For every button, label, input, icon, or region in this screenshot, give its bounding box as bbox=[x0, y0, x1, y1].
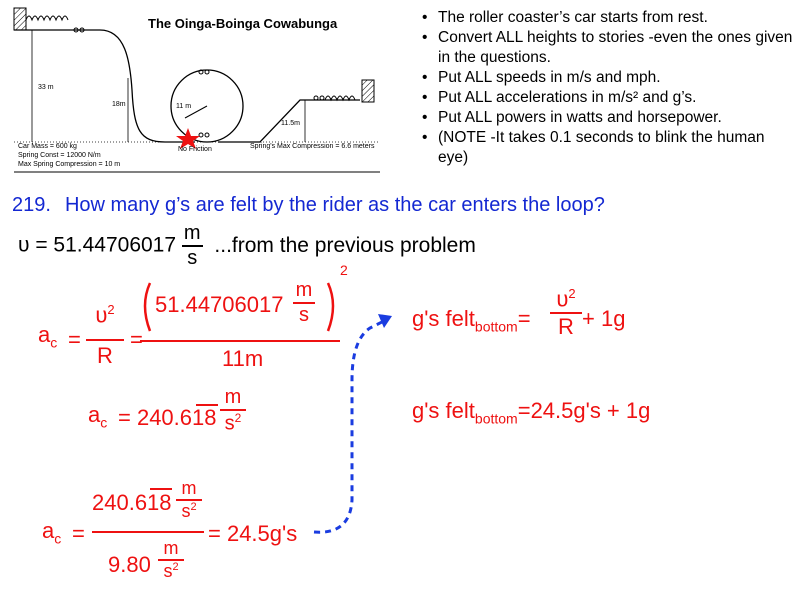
left-wall bbox=[13, 7, 27, 31]
eq3-den-value: 9.80 bbox=[108, 552, 151, 577]
eq1-equals2: = bbox=[130, 327, 143, 352]
question-text: How many g’s are felt by the rider as th… bbox=[64, 194, 605, 216]
question-number: 219. bbox=[12, 194, 51, 216]
eq1-bar1 bbox=[86, 339, 124, 341]
radius-arrow bbox=[184, 105, 208, 119]
car-mass: Car Mass = 600 kg bbox=[18, 143, 77, 150]
eq3-num-value: 240.618 bbox=[92, 490, 172, 515]
eq3-repeat-bar bbox=[150, 488, 172, 490]
height-33: 33 m bbox=[38, 84, 54, 91]
bullet-item: Put ALL accelerations in m/s² and g’s. bbox=[420, 88, 795, 108]
track bbox=[14, 29, 195, 143]
height-18: 18m bbox=[112, 101, 126, 108]
eq3-num-unit: m s2 bbox=[176, 478, 202, 522]
eq2-repeat-bar bbox=[196, 404, 218, 406]
question: 219. How many g’s are felt by the rider a… bbox=[12, 194, 605, 217]
eq3-main-bar bbox=[92, 531, 204, 533]
eq1-square: 2 bbox=[340, 262, 348, 278]
gfelt2: g's feltbottom=24.5g's + 1g bbox=[412, 398, 651, 427]
bullet-item: Convert ALL heights to stories -even the… bbox=[420, 28, 795, 68]
eq1-num-value: 51.44706017 bbox=[155, 292, 284, 317]
right-spring bbox=[324, 95, 356, 102]
radius-11: 11 m bbox=[176, 103, 192, 110]
gfelt1-frac: υ2 R bbox=[550, 286, 582, 340]
springs-max: Spring's Max Compression = 6.6 meters bbox=[250, 143, 375, 150]
dotted-arrow bbox=[313, 314, 392, 534]
bullet-item: (NOTE -It takes 0.1 seconds to blink the… bbox=[420, 128, 795, 168]
eq3-lhs: ac bbox=[42, 518, 62, 547]
given-value: υ = 51.44706017 bbox=[18, 233, 177, 257]
diagram-title: The Oinga-Boinga Cowabunga bbox=[148, 16, 338, 31]
max-spring: Max Spring Compression = 10 m bbox=[18, 161, 121, 168]
no-friction: No Friction bbox=[178, 146, 212, 153]
eq1-num-unit: m s bbox=[293, 279, 315, 327]
left-spring bbox=[25, 15, 69, 22]
eq1-R: R bbox=[97, 343, 113, 368]
bullet-item: The roller coaster’s car starts from res… bbox=[420, 8, 795, 28]
bullet-item: Put ALL powers in watts and horsepower. bbox=[420, 108, 795, 128]
star-icon bbox=[176, 128, 200, 149]
eq1-parens bbox=[140, 282, 340, 342]
height-115: 11.5m bbox=[281, 120, 300, 127]
bullet-item: Put ALL speeds in m/s and mph. bbox=[420, 68, 795, 88]
eq1-v2: υ2 bbox=[95, 302, 115, 328]
eq2-value: = 240.618 bbox=[118, 405, 217, 430]
spring-const: Spring Const = 12000 N/m bbox=[18, 152, 101, 159]
eq3-result: = 24.5g's bbox=[208, 521, 298, 546]
eq1-den: 11m bbox=[222, 346, 264, 371]
gfelt1-label: g's feltbottom= bbox=[412, 306, 531, 335]
eq1-lhs: ac bbox=[38, 322, 58, 351]
eq2-lhs: ac bbox=[88, 402, 108, 431]
right-wall bbox=[361, 79, 375, 103]
given-note: ...from the previous problem bbox=[214, 233, 476, 257]
eq1-equals: = bbox=[68, 327, 81, 352]
instructions-list: The roller coaster’s car starts from res… bbox=[420, 8, 795, 168]
eq3-den-unit: m s2 bbox=[158, 538, 184, 582]
eq2-unit: m s2 bbox=[220, 386, 246, 436]
gfelt1-plus: + 1g bbox=[582, 306, 626, 331]
eq3-equals: = bbox=[72, 521, 85, 546]
roller-coaster-diagram bbox=[13, 7, 380, 173]
